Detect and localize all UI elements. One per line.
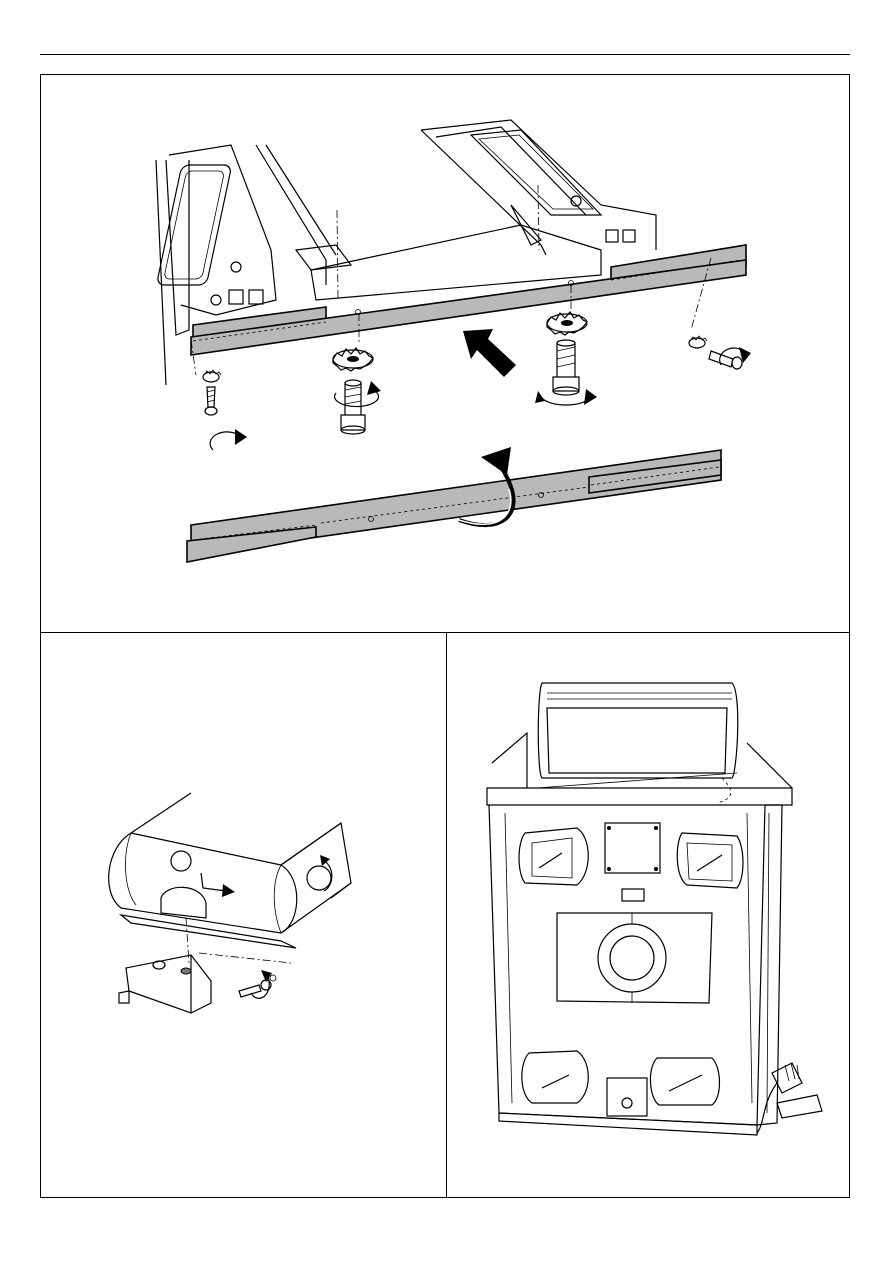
mount-plate-top-left: [519, 828, 588, 885]
screw-left: [203, 370, 221, 415]
adjustable-foot-left: [333, 348, 373, 434]
rotate-clockwise-icon: [210, 429, 247, 450]
top-lid: [538, 683, 738, 778]
appliance-body: [487, 733, 792, 1135]
hinge-bracket: [119, 955, 211, 1013]
panel-appliance-back-view: [446, 632, 850, 1198]
header-rule: [40, 54, 850, 55]
direction-arrow-icon: [201, 873, 235, 897]
push-arrow-icon: [463, 329, 516, 377]
appliance-back-illustration: [447, 633, 851, 1199]
cabinet-left: [156, 145, 336, 385]
screw-hinge: [239, 970, 276, 998]
adjustable-foot-right: [547, 312, 587, 395]
plinth-mounting-illustration: [41, 75, 851, 635]
rear-vent: [557, 913, 712, 1003]
center-plate: [605, 823, 660, 901]
mount-plate-bottom-right: [650, 1058, 719, 1105]
bracket-left: [296, 245, 351, 270]
door-corner: [109, 793, 351, 948]
mount-plate-bottom-left: [522, 1051, 588, 1103]
panel-door-hinge-detail: [40, 632, 448, 1198]
mount-plate-top-right: [677, 833, 743, 888]
plinth-strip-loose: [187, 450, 721, 562]
bottom-center-plate: [607, 1078, 647, 1116]
panel-plinth-mounting: [40, 74, 850, 634]
screw-right: [689, 336, 742, 369]
door-hinge-illustration: [41, 633, 449, 1199]
